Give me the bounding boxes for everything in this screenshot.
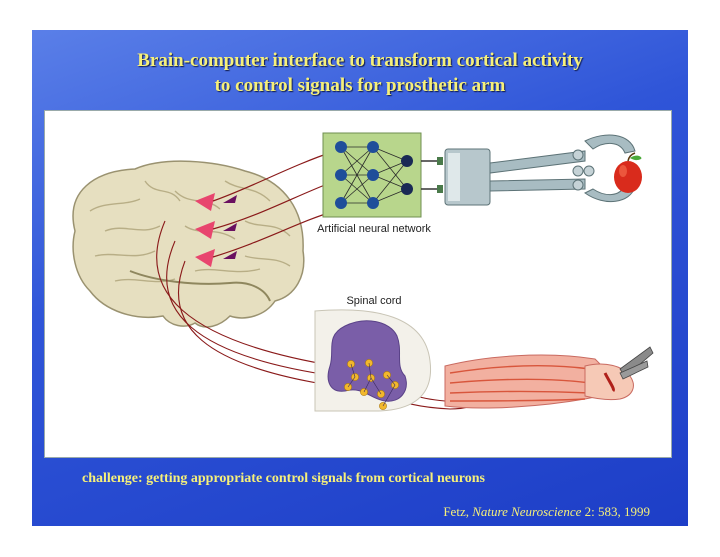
artificial-neural-network [322,132,422,218]
citation: Fetz, Nature Neuroscience 2: 583, 1999 [443,504,650,520]
human-forearm [444,346,654,409]
title-line-2: to control signals for prosthetic arm [214,75,506,96]
ann-connectors [421,157,443,193]
bci-illustration [72,132,654,412]
cortical-neurons [195,193,215,267]
wire-arrows [223,195,237,259]
challenge-text: challenge: getting appropriate control s… [82,471,485,486]
citation-ref: 2: 583, 1999 [584,504,650,519]
spinal-cord [314,309,432,412]
neuron-3 [195,249,215,267]
neuron-2 [195,221,215,239]
citation-author: Fetz, [443,504,469,519]
figure-panel: Artificial neural network Spinal cord [44,110,672,458]
ann-label: Artificial neural network [317,223,431,235]
citation-journal: Nature Neuroscience [472,504,582,519]
neuron-1 [195,193,215,211]
title-line-1: Brain-computer interface to transform co… [137,50,583,71]
prosthetic-arm [444,134,636,206]
slide: Brain-computer interface to transform co… [32,30,688,526]
brain-image [72,160,305,328]
slide-title: Brain-computer interface to transform co… [32,48,688,98]
spinal-cord-label: Spinal cord [346,295,402,307]
apple-image [614,152,642,193]
